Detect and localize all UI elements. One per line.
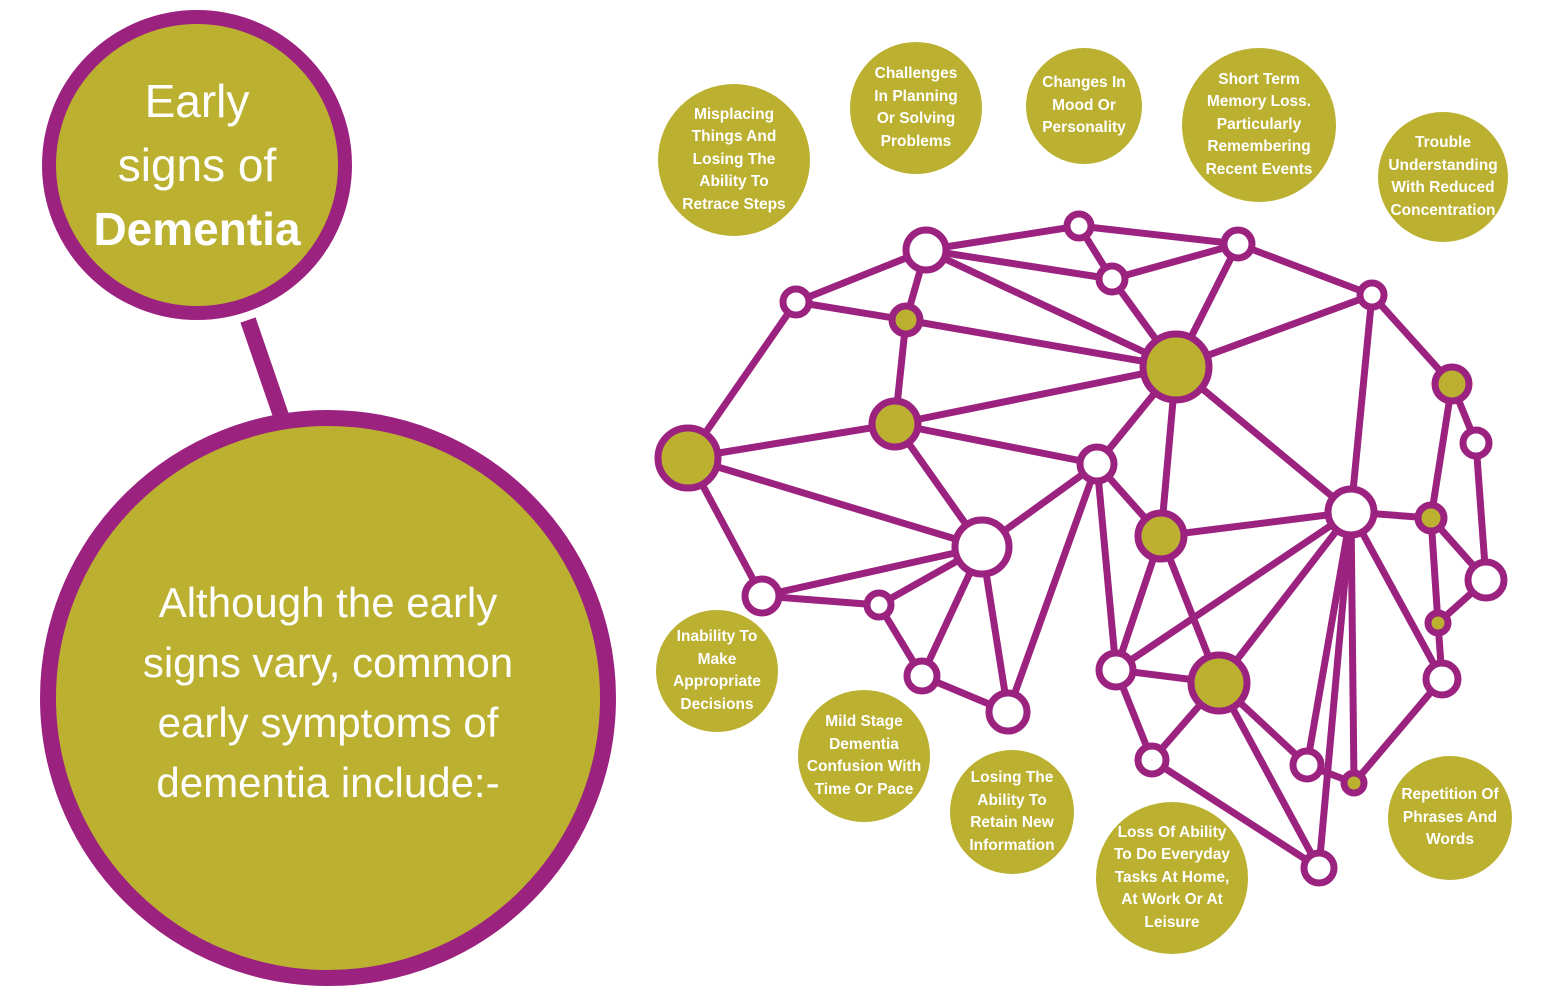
network-node-26 xyxy=(1134,742,1170,778)
network-node-24 xyxy=(1422,659,1462,699)
network-edge-1 xyxy=(1075,222,1242,248)
title-line-3: Dementia xyxy=(93,203,301,255)
network-node-19 xyxy=(863,589,895,621)
network-node-27 xyxy=(1289,747,1325,783)
network-node-10 xyxy=(1459,426,1493,460)
sign-misplacing: Misplacing Things And Losing The Ability… xyxy=(658,84,810,236)
network-edge-16 xyxy=(684,420,899,462)
network-node-1 xyxy=(1063,210,1095,242)
network-node-7 xyxy=(1139,330,1213,404)
network-edge-26 xyxy=(1427,380,1456,522)
sign-planning: Challenges In Planning Or Solving Proble… xyxy=(850,42,982,174)
sign-mood-text: Changes In Mood Or Personality xyxy=(1042,74,1126,137)
sign-retain: Losing The Ability To Retain New Informa… xyxy=(950,750,1074,874)
network-node-8 xyxy=(1431,363,1473,405)
sign-understanding-text: Trouble Understanding With Reduced Conce… xyxy=(1388,134,1498,219)
network-node-12 xyxy=(1076,443,1118,485)
network-edge-4 xyxy=(1108,240,1242,283)
network-node-11 xyxy=(654,424,722,492)
network-edge-31 xyxy=(1427,514,1442,627)
sign-misplacing-text: Misplacing Things And Losing The Ability… xyxy=(682,105,786,213)
network-node-2 xyxy=(1220,226,1256,262)
sign-confusion: Mild Stage Dementia Confusion With Time … xyxy=(798,690,930,822)
network-node-17 xyxy=(1464,558,1508,602)
network-edge-42 xyxy=(1303,508,1355,769)
sign-repetition: Repetition Of Phrases And Words xyxy=(1388,756,1512,880)
network-edge-22 xyxy=(1172,363,1355,516)
sign-memory-text: Short Term Memory Loss. Particularly Rem… xyxy=(1205,70,1313,178)
network-edge-14 xyxy=(902,316,1180,371)
network-edge-33 xyxy=(1347,508,1446,683)
network-node-29 xyxy=(1300,849,1338,887)
network-edge-58 xyxy=(1148,756,1323,872)
network-edge-3 xyxy=(922,246,1116,283)
network-edge-38 xyxy=(1157,508,1355,540)
network-edge-12 xyxy=(792,298,910,324)
network-edge-44 xyxy=(1315,508,1355,872)
sign-repetition-text: Repetition Of Phrases And Words xyxy=(1401,786,1499,849)
network-node-20 xyxy=(1424,609,1452,637)
network-node-6 xyxy=(1356,279,1388,311)
sign-tasks: Loss Of Ability To Do Everyday Tasks At … xyxy=(1096,802,1248,954)
network-edge-24 xyxy=(1347,291,1376,516)
sign-decisions: Inability To Make Appropriate Decisions xyxy=(656,610,778,732)
network-node-21 xyxy=(1095,649,1137,691)
sign-planning-text: Challenges In Planning Or Solving Proble… xyxy=(874,65,958,150)
network-node-14 xyxy=(1324,485,1378,539)
network-edge-45 xyxy=(1350,675,1446,787)
network-edge-46 xyxy=(758,543,986,600)
intro-circle: Although the early signs vary, common ea… xyxy=(40,410,616,986)
intro-text: Although the early signs vary, common ea… xyxy=(142,579,514,806)
sign-memory: Short Term Memory Loss. Particularly Rem… xyxy=(1182,48,1336,202)
network-node-16 xyxy=(1414,501,1448,535)
network-node-28 xyxy=(1340,769,1368,797)
network-node-4 xyxy=(779,285,813,319)
network-edge-17 xyxy=(891,363,1180,428)
network-edge-59 xyxy=(1215,679,1323,872)
network-edge-20 xyxy=(684,454,986,551)
network-edge-43 xyxy=(1347,508,1358,787)
network-edge-7 xyxy=(922,246,1180,371)
sign-confusion-text: Mild Stage Dementia Confusion With Time … xyxy=(806,713,922,798)
network-edge-41 xyxy=(1215,508,1355,687)
network-edge-36 xyxy=(1004,460,1101,716)
network-node-23 xyxy=(903,657,941,695)
network-nodes xyxy=(654,210,1508,887)
network-node-18 xyxy=(741,575,783,617)
title-line-1: Early xyxy=(144,75,250,127)
network-node-22 xyxy=(1187,651,1251,715)
title-line-2: signs of xyxy=(117,139,277,191)
network-node-15 xyxy=(1134,509,1188,563)
network-node-3 xyxy=(1095,262,1129,296)
sign-tasks-text: Loss Of Ability To Do Everyday Tasks At … xyxy=(1113,823,1230,931)
network-node-5 xyxy=(888,302,924,338)
sign-retain-text: Losing The Ability To Retain New Informa… xyxy=(969,769,1055,854)
title-circle: Early signs of Dementia xyxy=(42,10,352,320)
network-edge-28 xyxy=(1472,439,1490,584)
network-edge-37 xyxy=(1093,460,1120,674)
network-node-9 xyxy=(868,397,922,451)
sign-understanding: Trouble Understanding With Reduced Conce… xyxy=(1378,112,1508,242)
network-node-13 xyxy=(951,516,1013,578)
sign-decisions-text: Inability To Make Appropriate Decisions xyxy=(673,628,761,713)
network-edge-40 xyxy=(1112,508,1355,674)
network-edge-10 xyxy=(1234,240,1376,299)
network-node-25 xyxy=(985,689,1031,735)
network-node-0 xyxy=(902,226,950,274)
sign-mood: Changes In Mood Or Personality xyxy=(1026,48,1142,164)
network-edge-0 xyxy=(922,222,1083,254)
network-edge-18 xyxy=(891,420,1101,468)
